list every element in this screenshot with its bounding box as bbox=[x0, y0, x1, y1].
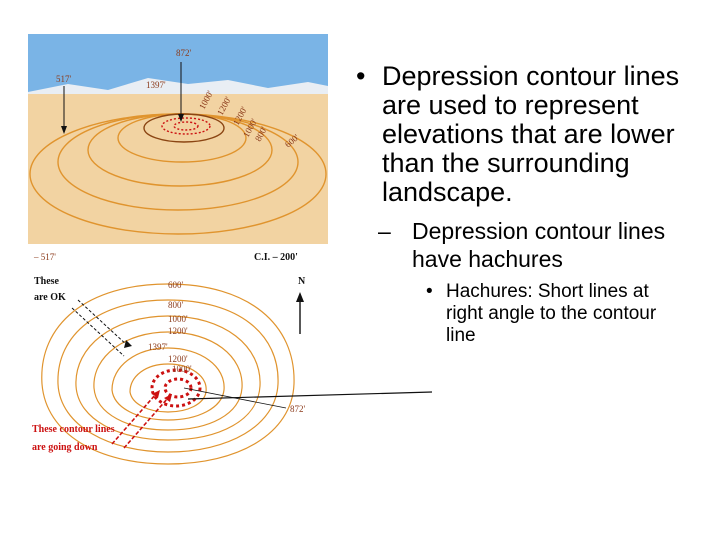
bullet-level-3-text: Hachures: Short lines at right angle to … bbox=[446, 281, 657, 346]
base-elevation-label: – 517' bbox=[33, 252, 56, 262]
warning-note-line-1: These contour lines bbox=[32, 424, 115, 435]
top-peak-label: 872' bbox=[176, 48, 192, 58]
contour-label-0: 600' bbox=[168, 280, 184, 290]
contour-label-3: 1200' bbox=[168, 326, 188, 336]
bullet-marker: • bbox=[426, 281, 433, 302]
bullet-level-3: • Hachures: Short lines at right angle t… bbox=[426, 281, 666, 347]
top-rim-label: 1397' bbox=[146, 80, 166, 90]
contour-label-2: 1000' bbox=[168, 314, 188, 324]
contour-label-5: 1200' bbox=[168, 354, 188, 364]
landscape-3d-panel: 872' 517' 1397' 1000' 1200' 1200' 1000' … bbox=[28, 34, 328, 244]
bullet-list: • Depression contour lines are used to r… bbox=[352, 62, 712, 347]
depression-contour-figure: 872' 517' 1397' 1000' 1200' 1200' 1000' … bbox=[28, 34, 328, 474]
north-label: N bbox=[298, 276, 306, 287]
ok-note-line-1: These bbox=[34, 276, 60, 287]
dash-marker: – bbox=[378, 218, 391, 244]
bullet-marker: • bbox=[356, 61, 366, 91]
contour-label-4: 1397' bbox=[148, 342, 168, 352]
ok-note-line-2: are OK bbox=[34, 292, 66, 303]
bullet-level-2: – Depression contour lines have hachures bbox=[378, 217, 712, 273]
contour-map-panel: – 517' C.I. – 200' N These are OK 600' 8… bbox=[28, 246, 328, 474]
top-left-label: 517' bbox=[56, 74, 72, 84]
contour-label-6: 1000' bbox=[172, 364, 192, 374]
contour-label-1: 800' bbox=[168, 300, 184, 310]
depression-bottom-label: 872' bbox=[290, 404, 306, 414]
bullet-level-1: • Depression contour lines are used to r… bbox=[352, 62, 712, 207]
bullet-level-1-text: Depression contour lines are used to rep… bbox=[382, 61, 680, 207]
contour-interval-label: C.I. – 200' bbox=[254, 252, 298, 263]
bullet-level-2-text: Depression contour lines have hachures bbox=[412, 218, 666, 272]
warning-note-line-2: are going down bbox=[32, 442, 98, 453]
